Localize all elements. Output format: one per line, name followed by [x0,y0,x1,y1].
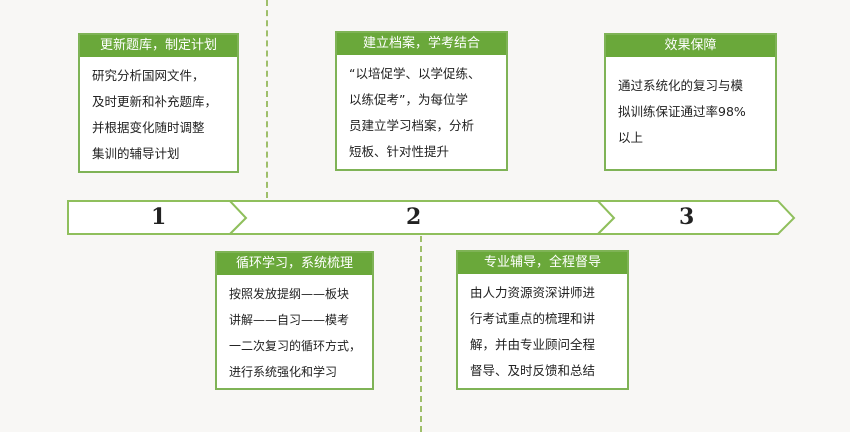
card-title: 专业辅导，全程督导 [458,252,627,274]
card-title: 建立档案，学考结合 [337,33,506,55]
step-number: 1 [151,204,167,230]
divider-line [420,236,422,432]
card-cyclic-learning: 循环学习，系统梳理 按照发放提纲——板块 讲解——自习——模考 一二次复习的循环… [215,251,374,390]
divider-line [266,0,268,198]
step-number: 3 [679,204,695,230]
card-title: 更新题库，制定计划 [80,35,237,57]
card-body: 按照发放提纲——板块 讲解——自习——模考 一二次复习的循环方式， 进行系统强化… [229,287,362,379]
card-body: “以培促学、以学促练、 以练促考”，为每位学 员建立学习档案，分析 短板、针对性… [349,66,481,159]
card-result-guarantee: 效果保障 通过系统化的复习与模 拟训练保证通过率98% 以上 [604,33,777,171]
card-update-question-bank: 更新题库，制定计划 研究分析国网文件， 及时更新和补充题库， 并根据变化随时调整… [78,33,239,173]
card-learning-records: 建立档案，学考结合 “以培促学、以学促练、 以练促考”，为每位学 员建立学习档案… [335,31,508,171]
card-title: 循环学习，系统梳理 [217,253,372,275]
card-title: 效果保障 [606,35,775,57]
step-number: 2 [406,204,422,230]
step-2-arrow [227,200,616,235]
card-body: 通过系统化的复习与模 拟训练保证通过率98% 以上 [618,78,746,145]
step-3-arrow [595,200,796,235]
card-body: 研究分析国网文件， 及时更新和补充题库， 并根据变化随时调整 集训的辅导计划 [92,68,218,161]
card-body: 由人力资源资深讲师进 行考试重点的梳理和讲 解，并由专业顾问全程 督导、及时反馈… [470,285,596,378]
card-professional-tutoring: 专业辅导，全程督导 由人力资源资深讲师进 行考试重点的梳理和讲 解，并由专业顾问… [456,250,629,390]
